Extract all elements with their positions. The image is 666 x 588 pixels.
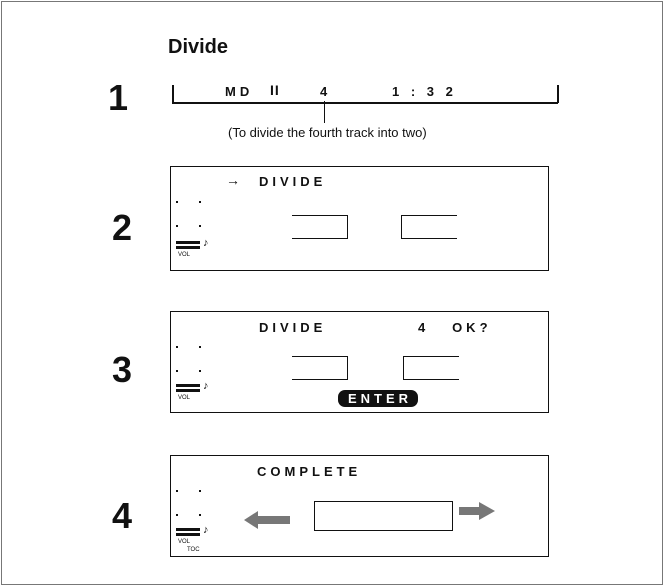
music-note-icon: ♪ [203, 524, 209, 536]
step-1-number: 1 [108, 77, 129, 118]
level-dot [199, 490, 201, 492]
level-dot [176, 370, 178, 372]
vol-label: VOL [178, 252, 191, 258]
level-dot [176, 490, 178, 492]
level-dot [199, 514, 201, 516]
level-dot [176, 514, 178, 516]
level-dot [199, 370, 201, 372]
step-1-bottom-line [172, 102, 558, 104]
step-2-number: 2 [112, 207, 133, 248]
volume-bar [176, 528, 200, 531]
volume-bar [176, 246, 200, 249]
volume-bar [176, 241, 200, 244]
track-number: 4 [320, 84, 332, 99]
volume-bar [176, 384, 200, 387]
vol-label: VOL [178, 395, 191, 401]
level-dot [199, 225, 201, 227]
track-pointer-line [324, 101, 326, 123]
step-3-display: DIVIDE 4 OK? ENTER VOL ♪ [170, 311, 549, 413]
time-display: 1 : 3 2 [392, 84, 457, 99]
volume-bar [176, 533, 200, 536]
level-dot [176, 201, 178, 203]
combined-track-segment [314, 501, 453, 531]
track-segment-left [292, 356, 348, 380]
step-1-right-bracket [557, 85, 559, 103]
track-segment-right [403, 356, 459, 380]
step-4-display: COMPLETE VOL TOC ♪ [170, 455, 549, 557]
step-1-note: (To divide the fourth track into two) [228, 125, 427, 140]
level-dot [176, 225, 178, 227]
pause-icon: II [270, 82, 280, 98]
level-dot [199, 346, 201, 348]
music-note-icon: ♪ [203, 237, 209, 249]
complete-text: COMPLETE [257, 464, 362, 479]
step-2-display: → DIVIDE VOL ♪ [170, 166, 549, 271]
step-3-number: 3 [112, 349, 133, 390]
toc-label: TOC [187, 547, 200, 553]
enter-badge: ENTER [338, 390, 419, 407]
arrow-left-icon [244, 511, 290, 529]
step-2-divide-text: DIVIDE [259, 174, 327, 189]
arrow-right-icon [459, 502, 495, 520]
music-note-icon: ♪ [203, 380, 209, 392]
page-title: Divide [168, 36, 229, 58]
level-dot [176, 346, 178, 348]
step-4-number: 4 [112, 495, 133, 536]
vol-label: VOL [178, 539, 191, 545]
step-1-left-bracket [172, 85, 174, 103]
volume-bar [176, 389, 200, 392]
mode-label: MD [225, 84, 254, 99]
arrow-right-icon: → [226, 172, 240, 188]
track-segment-right [401, 215, 457, 239]
track-segment-left [292, 215, 348, 239]
level-dot [199, 201, 201, 203]
step-3-divide-text: DIVIDE [259, 320, 327, 335]
track-confirm-text: 4 OK? [418, 320, 492, 335]
